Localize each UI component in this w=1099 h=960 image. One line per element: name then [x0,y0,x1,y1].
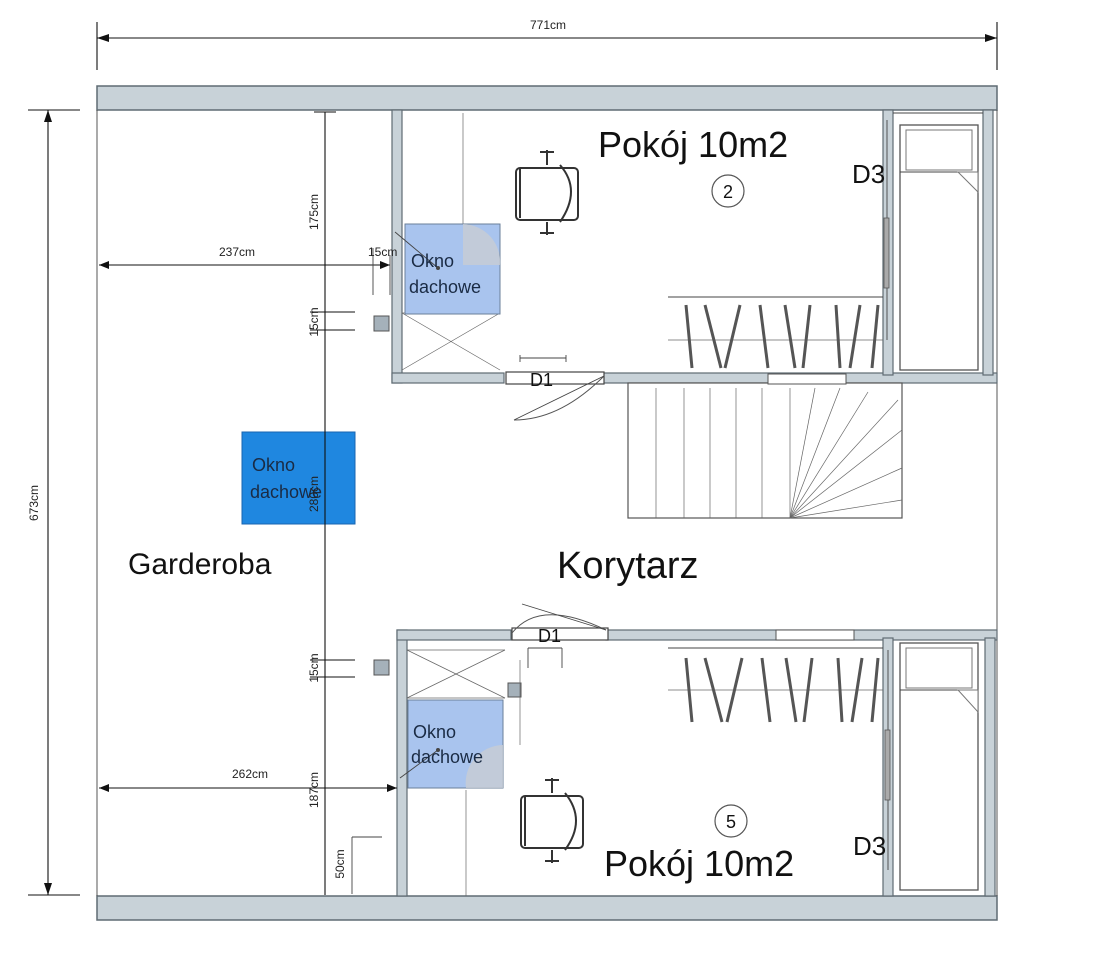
dim-vert-gap-top: 15cm [307,307,321,336]
dim-vert-gap-bottom: 15cm [307,653,321,682]
top-bed [899,124,979,371]
corridor-label: Korytarz [557,545,698,587]
top-skylight-label-2: dachowe [409,277,481,297]
dimension-total-height-label: 673cm [27,485,41,521]
top-wardrobe [668,296,883,369]
internal-dimensions: 175cm 237cm 15cm 15cm 280cm 15cm 262cm 1… [99,111,397,895]
bottom-room-furniture: Okno dachowe 5 [373,373,979,896]
top-door-label: D3 [852,159,885,189]
garderoba-label: Garderoba [128,548,272,581]
dim-vert-bottom-room: 187cm [307,772,321,808]
bottom-room-number: 5 [726,812,736,832]
top-room-furniture: Okno dachowe 2 [373,113,979,421]
bottom-skylight-label-2: dachowe [411,747,483,767]
dim-left-bottom: 262cm [232,767,268,781]
center-skylight-label-2: dachowe [250,482,322,502]
top-skylight-label-1: Okno [411,251,454,271]
dim-vert-bottom-offset: 50cm [333,849,347,878]
bottom-room-door-label: D1 [538,626,561,646]
bottom-room-title: Pokój 10m2 [604,843,794,884]
top-chair-icon [515,150,579,235]
bottom-door-label: D3 [853,831,886,861]
dim-left-top: 237cm [219,245,255,259]
top-room-title: Pokój 10m2 [598,124,788,165]
top-room-door-label: D1 [530,370,553,390]
center-skylight [241,431,356,525]
bottom-chair-icon [520,778,584,863]
center-skylight-label-1: Okno [252,455,295,475]
dimension-total-width-label: 771cm [530,18,566,32]
dim-vert-top-room: 175cm [307,194,321,230]
dim-vert-middle: 280cm [307,476,321,512]
staircase [627,382,903,519]
dimension-total-height: 673cm [27,109,80,896]
bottom-skylight-label-1: Okno [413,722,456,742]
outer-wall-bottom [96,895,998,921]
bottom-wardrobe [668,647,883,723]
top-room-number: 2 [723,182,733,202]
top-skylight [404,223,501,315]
dimension-total-width: 771cm [96,18,998,70]
bottom-bed [899,642,979,891]
outer-wall-top [96,85,998,111]
dim-small-gap-top: 15cm [368,245,397,259]
